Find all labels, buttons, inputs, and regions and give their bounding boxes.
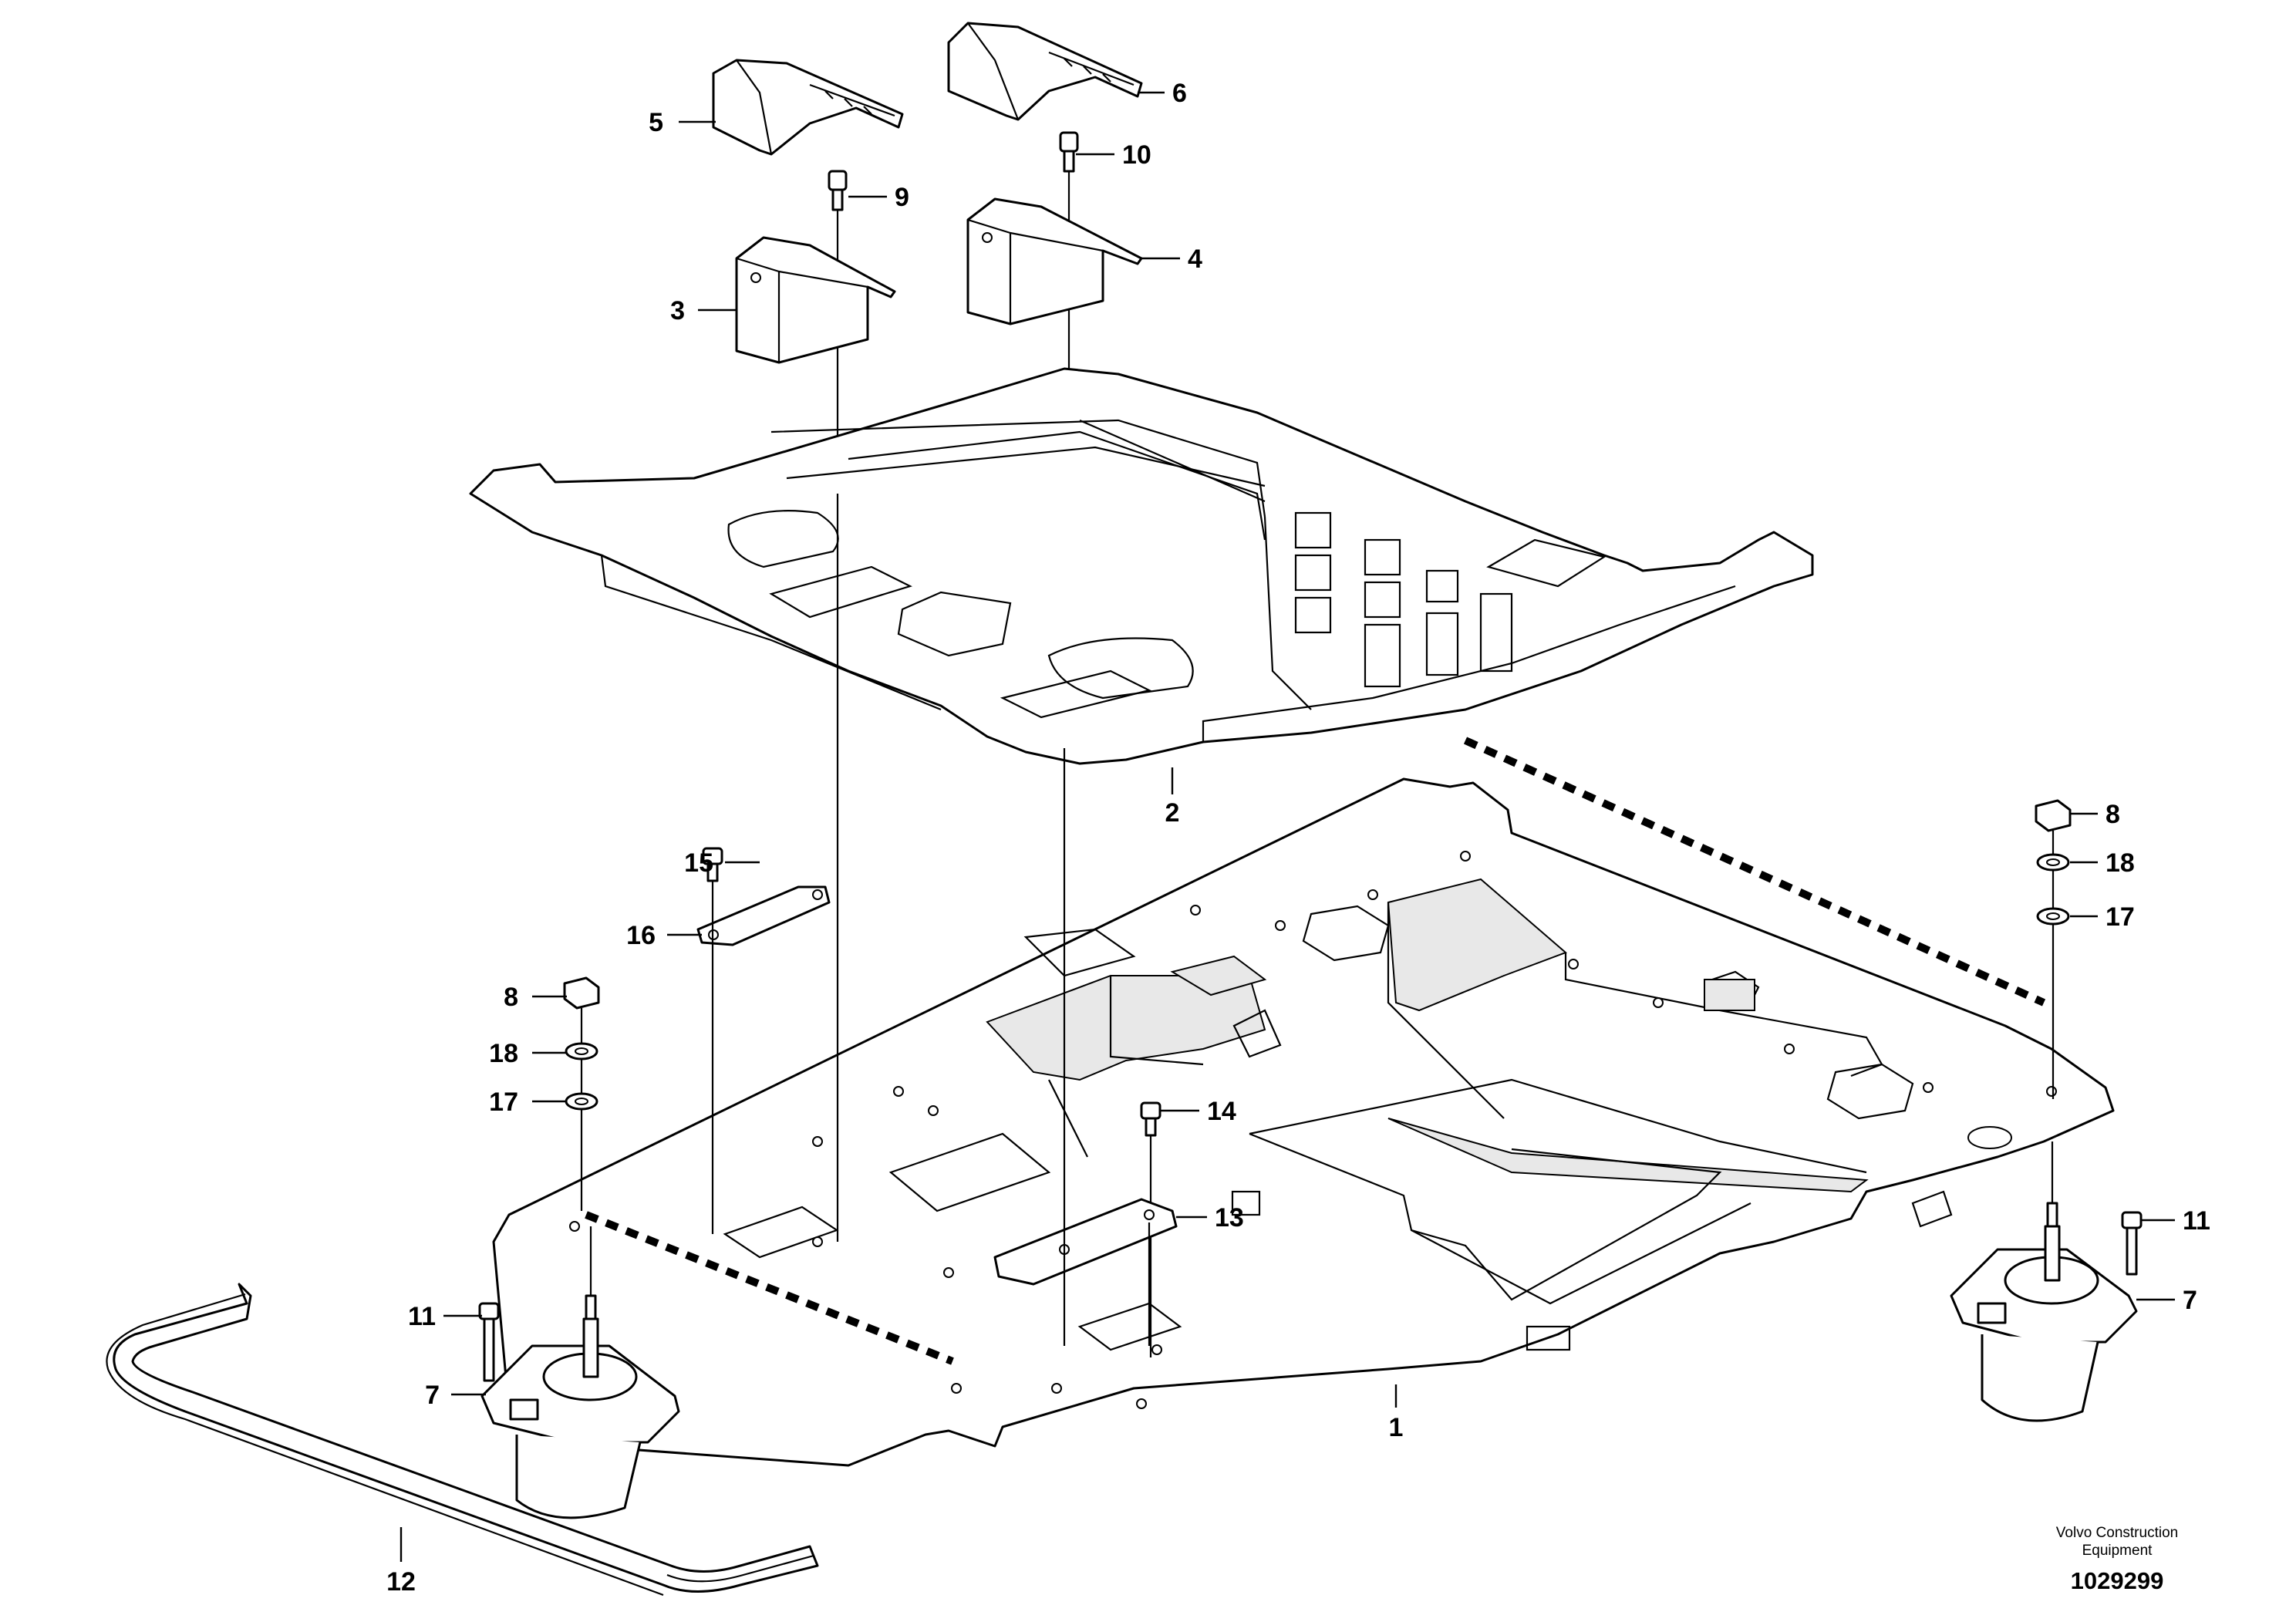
callout-14: 14 (1207, 1097, 1236, 1126)
document-number: 1029299 (2071, 1567, 2164, 1594)
callout-2: 2 (1165, 798, 1180, 828)
callout-11-left: 11 (408, 1302, 436, 1331)
callout-16: 16 (626, 921, 656, 950)
part-3-bracket (735, 236, 896, 364)
callout-5: 5 (649, 108, 663, 137)
part-11-bolt-right (2121, 1211, 2143, 1276)
callout-8-right: 8 (2106, 800, 2120, 829)
callout-12: 12 (386, 1567, 416, 1597)
right-fastener-stack (2035, 799, 2072, 1099)
callout-leaders (400, 91, 2175, 1562)
seal-path-dashed (585, 737, 2046, 1365)
callout-11-right: 11 (2183, 1206, 2210, 1236)
part-13-plate (993, 1198, 1178, 1286)
part-12-seal-strip (106, 1283, 819, 1597)
callout-1: 1 (1389, 1413, 1404, 1442)
credit-line-2: Equipment (2082, 1543, 2153, 1559)
part-5-cover (712, 59, 904, 156)
callout-8-left: 8 (504, 983, 518, 1012)
callout-18-right: 18 (2106, 848, 2135, 878)
callout-3: 3 (670, 296, 685, 325)
part-4-bracket (966, 197, 1143, 325)
part-16-cover-plate (696, 885, 831, 946)
callout-17-right: 17 (2106, 902, 2135, 932)
callout-4: 4 (1188, 244, 1202, 274)
assembly-guide-lines (836, 494, 1151, 1346)
publisher-credit: Volvo Construction Equipment 1029299 (2056, 1525, 2178, 1594)
part-14-bolt (1140, 1101, 1161, 1357)
callout-7-left: 7 (425, 1381, 440, 1410)
callout-labels: 5 6 9 10 3 4 2 1 15 16 8 18 17 14 13 11 … (386, 79, 2210, 1597)
callout-13: 13 (1215, 1203, 1244, 1233)
part-6-cover (947, 22, 1143, 121)
part-2-floor-mat (469, 367, 1814, 765)
credit-line-1: Volvo Construction (2056, 1525, 2178, 1541)
callout-6: 6 (1172, 79, 1187, 108)
callout-10: 10 (1122, 140, 1151, 170)
part-15-bolt (702, 847, 723, 1234)
callout-15: 15 (684, 848, 713, 878)
callout-7-right: 7 (2183, 1286, 2197, 1315)
part-7-mount-right (1950, 1141, 2138, 1422)
callout-18-left: 18 (489, 1039, 518, 1068)
part-7-mount-left (480, 1226, 680, 1519)
part-11-bolt-left (478, 1302, 500, 1382)
callout-17-left: 17 (489, 1088, 518, 1117)
callout-9: 9 (895, 183, 909, 212)
part-1-base-plate (492, 777, 2115, 1467)
